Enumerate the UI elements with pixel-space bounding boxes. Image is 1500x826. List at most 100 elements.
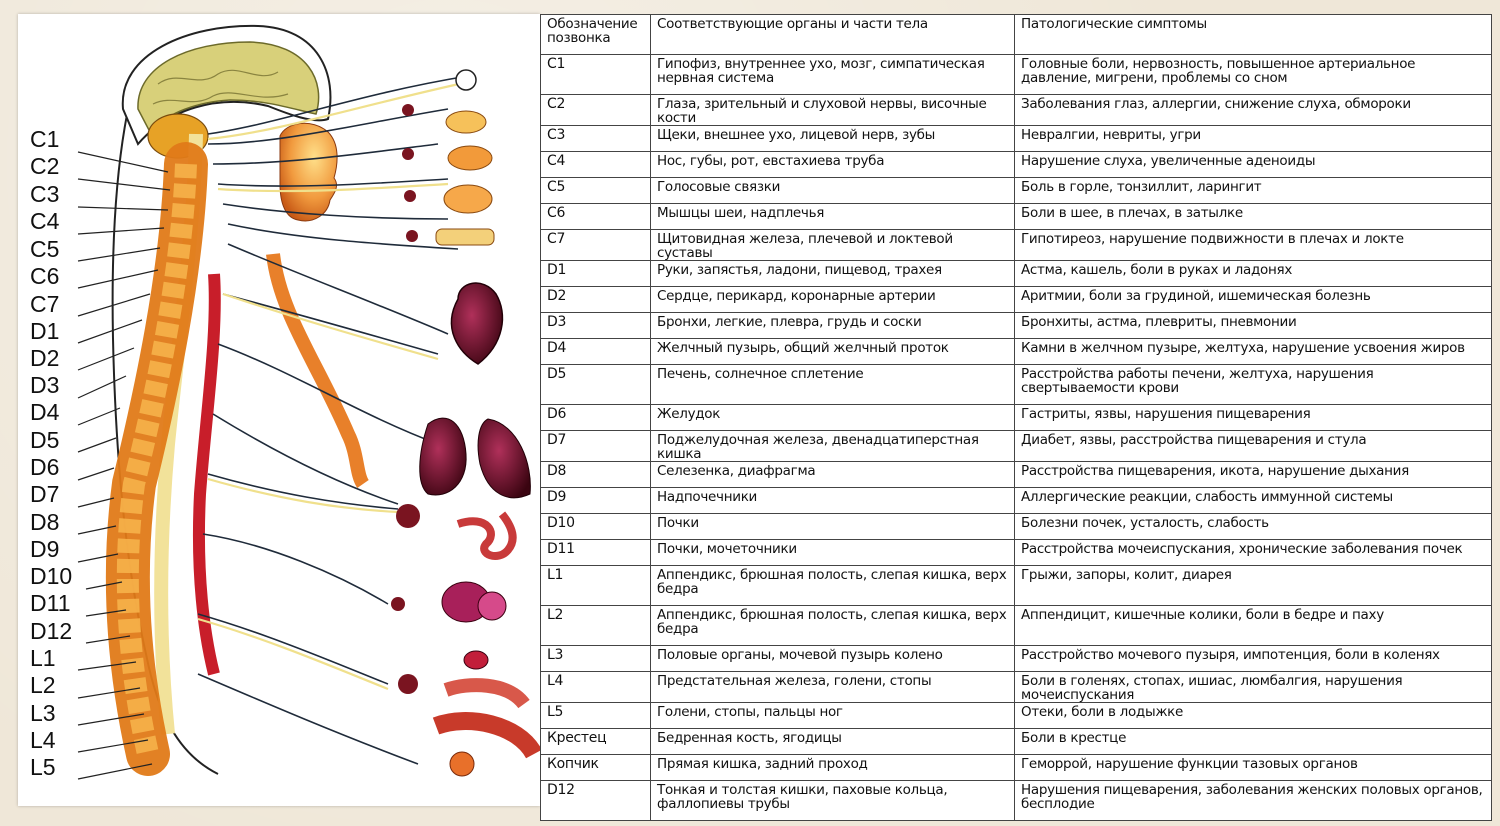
vertebra-label: D10: [30, 563, 73, 589]
vertebra-code-cell: D11: [540, 539, 651, 566]
vertebra-code-cell: Копчик: [540, 754, 651, 781]
symptoms-cell: Болезни почек, усталость, слабость: [1014, 513, 1492, 540]
symptoms-cell: Аллергические реакции, слабость иммунной…: [1014, 487, 1492, 514]
vertebra-label: C3: [30, 181, 60, 207]
organs-cell: Печень, солнечное сплетение: [650, 364, 1015, 405]
symptoms-cell: Боли в крестце: [1014, 728, 1492, 755]
vertebra-code-cell: L3: [540, 645, 651, 672]
organs-cell: Предстательная железа, голени, стопы: [650, 671, 1015, 703]
organs-cell: Тонкая и толстая кишки, паховые кольца, …: [650, 780, 1015, 821]
organs-cell: Половые органы, мочевой пузырь колено: [650, 645, 1015, 672]
organs-cell: Надпочечники: [650, 487, 1015, 514]
label-leader-lines: [77, 151, 171, 780]
symptoms-cell: Боли в голенях, стопах, ишиас, люмбалгия…: [1014, 671, 1492, 703]
symptoms-cell: Камни в желчном пузыре, желтуха, нарушен…: [1014, 338, 1492, 365]
aorta: [192, 273, 221, 676]
vertebra-code-cell: D4: [540, 338, 651, 365]
vertebra-label: L3: [30, 700, 56, 726]
vertebra-label: D11: [30, 590, 71, 616]
symptoms-cell: Расстройства работы печени, желтуха, нар…: [1014, 364, 1492, 405]
sense-organs: [435, 69, 495, 246]
vertebra-label: C2: [30, 153, 60, 179]
symptoms-cell: Расстройства мочеиспускания, хронические…: [1014, 539, 1492, 566]
header-symptoms: Патологические симптомы: [1014, 14, 1492, 55]
organs-cell: Бедренная кость, ягодицы: [650, 728, 1015, 755]
organs-cell: Селезенка, диафрагма: [650, 461, 1015, 488]
organs-cell: Прямая кишка, задний проход: [650, 754, 1015, 781]
nerve-ganglia: [391, 104, 420, 694]
symptoms-cell: Гастриты, язвы, нарушения пищеварения: [1014, 404, 1492, 431]
brain: [137, 41, 320, 134]
vertebra-label: D5: [30, 427, 60, 453]
intestine-upper: [456, 511, 517, 560]
vertebra-code-cell: C7: [540, 229, 651, 261]
vertebra-code-cell: D9: [540, 487, 651, 514]
large-intestine: [432, 712, 540, 759]
vertebra-label: D6: [30, 454, 60, 480]
table-header-row: Обозначение позвонка Соответствующие орг…: [540, 14, 1492, 55]
vertebra-label: D3: [30, 372, 60, 398]
organs-cell: Голени, стопы, пальцы ног: [650, 702, 1015, 729]
organs-cell: Почки: [650, 513, 1015, 540]
vertebra-code-cell: D6: [540, 404, 651, 431]
vertebra-code-cell: L4: [540, 671, 651, 703]
organs-cell: Нос, губы, рот, евстахиева труба: [650, 151, 1015, 178]
organs-cell: Аппендикс, брюшная полость, слепая кишка…: [650, 605, 1015, 646]
nerve-lines: [197, 75, 469, 765]
symptoms-cell: Аритмии, боли за грудиной, ишемическая б…: [1014, 286, 1492, 313]
vertebra-code-cell: C2: [540, 94, 651, 126]
vertebra-code-cell: D1: [540, 260, 651, 287]
colon: [443, 678, 530, 709]
lung-left: [419, 417, 467, 496]
vertebra-code-cell: D3: [540, 312, 651, 339]
organs-cell: Бронхи, легкие, плевра, грудь и соски: [650, 312, 1015, 339]
vertebra-label: C6: [30, 263, 60, 289]
symptoms-cell: Головные боли, нервозность, повышенное а…: [1014, 54, 1492, 95]
organs-cell: Аппендикс, брюшная полость, слепая кишка…: [650, 565, 1015, 606]
organs-cell: Голосовые связки: [650, 177, 1015, 204]
symptoms-cell: Отеки, боли в лодыжке: [1014, 702, 1492, 729]
vertebra-label: L2: [30, 672, 56, 698]
organs-cell: Гипофиз, внутреннее ухо, мозг, симпатиче…: [650, 54, 1015, 95]
vertebra-code-cell: C3: [540, 125, 651, 152]
organs-cell: Желудок: [650, 404, 1015, 431]
vertebra-code-cell: L1: [540, 565, 651, 606]
organs-cell: Поджелудочная железа, двенадцатиперстная…: [650, 430, 1015, 462]
symptoms-cell: Боли в шее, в плечах, в затылке: [1014, 203, 1492, 230]
symptoms-cell: Геморрой, нарушение функции тазовых орга…: [1014, 754, 1492, 781]
organs-cell: Мышцы шеи, надплечья: [650, 203, 1015, 230]
vertebra-code-cell: L5: [540, 702, 651, 729]
vertebra-code-cell: Крестец: [540, 728, 651, 755]
vertebra-code-cell: C1: [540, 54, 651, 95]
vertebra-code-cell: L2: [540, 605, 651, 646]
heart: [450, 282, 504, 365]
vertebra-label: C5: [30, 236, 60, 262]
lung-right: [477, 418, 531, 499]
symptoms-cell: Расстройства пищеварения, икота, нарушен…: [1014, 461, 1492, 488]
vertebra-code-cell: C4: [540, 151, 651, 178]
vertebra-code-cell: C5: [540, 177, 651, 204]
symptoms-cell: Боль в горле, тонзиллит, ларингит: [1014, 177, 1492, 204]
vertebra-label: L4: [30, 727, 56, 753]
vertebra-label: D12: [30, 618, 73, 644]
vertebra-label: C4: [30, 208, 60, 234]
spine-nervous-system-diagram: C1 C2 C3 C4 C5 C6 C7 D1 D2 D3 D4 D5 D6 D…: [18, 14, 540, 806]
vertebra-code-cell: D8: [540, 461, 651, 488]
